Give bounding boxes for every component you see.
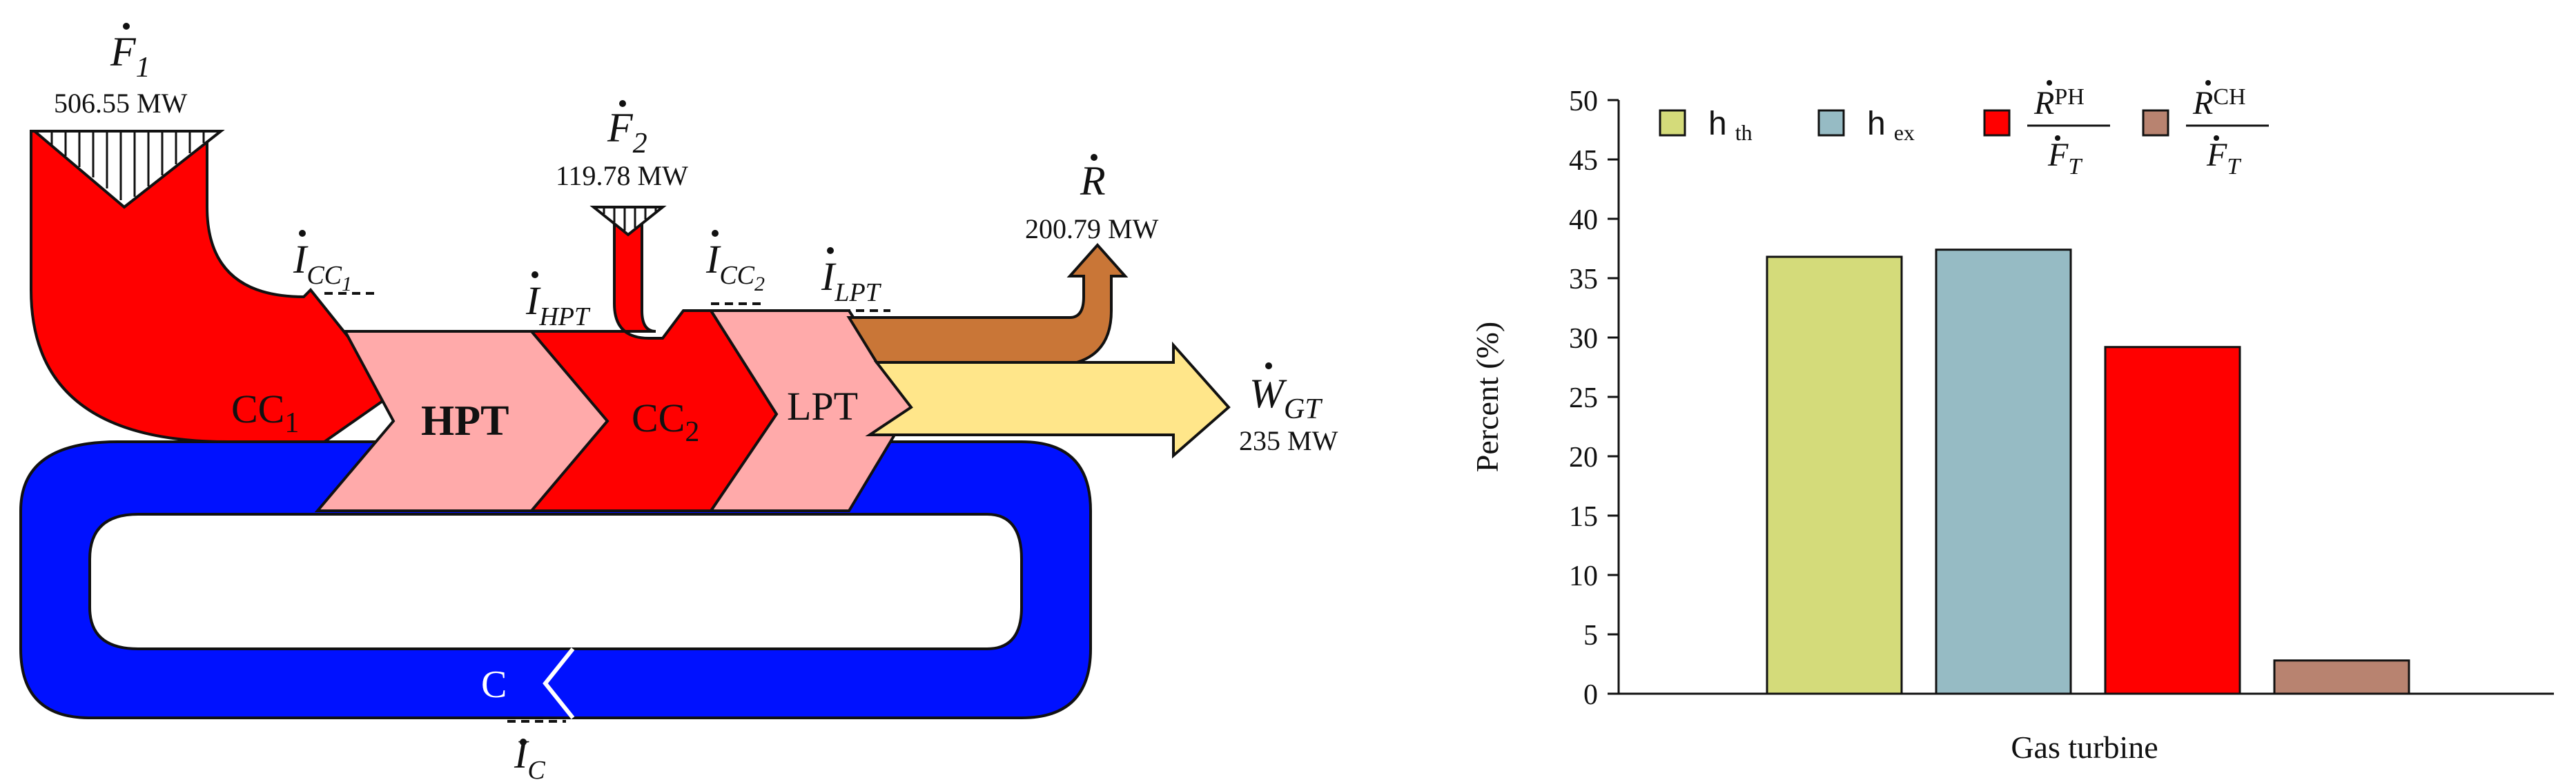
legend-swatch: [1983, 109, 2011, 137]
legend-swatch: [2142, 109, 2169, 137]
compressor-chevron: [543, 647, 575, 719]
y-tick-label: 20: [1569, 442, 1598, 474]
legend-numerator: RCH: [2192, 84, 2246, 121]
loss-cc2-label: ICC2: [705, 230, 765, 295]
legend-dot: [2214, 135, 2219, 141]
bar: [2104, 346, 2241, 695]
y-tick-label: 15: [1569, 501, 1598, 533]
svg-text:ILPT: ILPT: [821, 254, 882, 307]
loss-markers: [228, 292, 890, 723]
svg-text:IHPT: IHPT: [525, 278, 591, 331]
recovered-flow: [846, 242, 1129, 364]
fuel-1-hatching: [50, 133, 205, 200]
legend-swatch: [1817, 109, 1845, 137]
y-tick-label: 50: [1569, 86, 1598, 117]
work-value: 235 MW: [1239, 425, 1338, 456]
svg-text:F1: F1: [110, 29, 150, 84]
y-tick-label: 0: [1583, 679, 1598, 711]
fuel-1-label: F1 506.55 MW: [54, 23, 188, 119]
legend-dot: [2047, 80, 2052, 86]
loss-cc1-label: ICC1: [293, 230, 352, 295]
fuel-2-value: 119.78 MW: [556, 160, 688, 191]
svg-text:R: R: [1080, 158, 1106, 204]
work-label: WGT 235 MW: [1239, 362, 1338, 456]
fuel-2-hatching: [603, 208, 657, 231]
legend-numerator: RPH: [2033, 84, 2085, 121]
svg-text:ICC2: ICC2: [705, 237, 765, 295]
bar: [1935, 248, 2072, 695]
cc2-label: CC2: [632, 396, 699, 448]
legend-denominator: FT: [2206, 137, 2241, 179]
y-tick-label: 40: [1569, 204, 1598, 236]
legend-swatch: [1659, 109, 1686, 137]
y-tick-label: 5: [1583, 620, 1598, 652]
y-tick-label: 10: [1569, 560, 1598, 592]
bar-chart: 0 5 10 15 20 25 30 35 40 45 50 Percent (%) Gas tur…: [1470, 80, 2554, 765]
y-axis-label: Percent (%): [1470, 322, 1505, 472]
fuel-1-value: 506.55 MW: [54, 88, 188, 119]
legend-dot: [2205, 80, 2211, 86]
x-axis-label: Gas turbine: [2011, 730, 2158, 765]
bar: [2273, 659, 2410, 695]
fuel-inflow-cc1: [30, 130, 396, 443]
y-tick-label: 35: [1569, 264, 1598, 295]
legend-dot: [2055, 135, 2060, 141]
legend-denominator: FT: [2047, 137, 2082, 179]
fuel-1-funnel: [30, 130, 225, 209]
y-tick-label: 30: [1569, 323, 1598, 355]
bar: [1766, 255, 1903, 695]
lpt-label: LPT: [787, 384, 858, 429]
svg-text:WGT: WGT: [1249, 371, 1323, 425]
recovered-value: 200.79 MW: [1025, 213, 1159, 244]
y-ticks: 0 5 10 15 20 25 30 35 40 45 50: [1569, 86, 1619, 711]
svg-text:IC: IC: [514, 732, 545, 780]
y-tick-label: 45: [1569, 145, 1598, 177]
svg-text:F2: F2: [607, 105, 647, 159]
work-flow: [865, 341, 1231, 459]
bars: [1766, 248, 2410, 695]
sankey-diagram: CC1 HPT CC2 LPT C F1 506.55 MW F2 119.78…: [19, 23, 1338, 780]
fuel-2-label: F2 119.78 MW: [556, 100, 688, 191]
cc1-label: CC1: [231, 387, 299, 439]
loss-hpt-label: IHPT: [525, 271, 591, 331]
recovered-label: R 200.79 MW: [1025, 154, 1159, 244]
loss-lpt-label: ILPT: [821, 247, 882, 307]
loss-c-label: IC: [514, 732, 545, 780]
y-tick-label: 25: [1569, 382, 1598, 414]
compressor-label: C: [481, 663, 507, 706]
svg-text:ICC1: ICC1: [293, 237, 352, 295]
hpt-label: HPT: [421, 398, 509, 445]
